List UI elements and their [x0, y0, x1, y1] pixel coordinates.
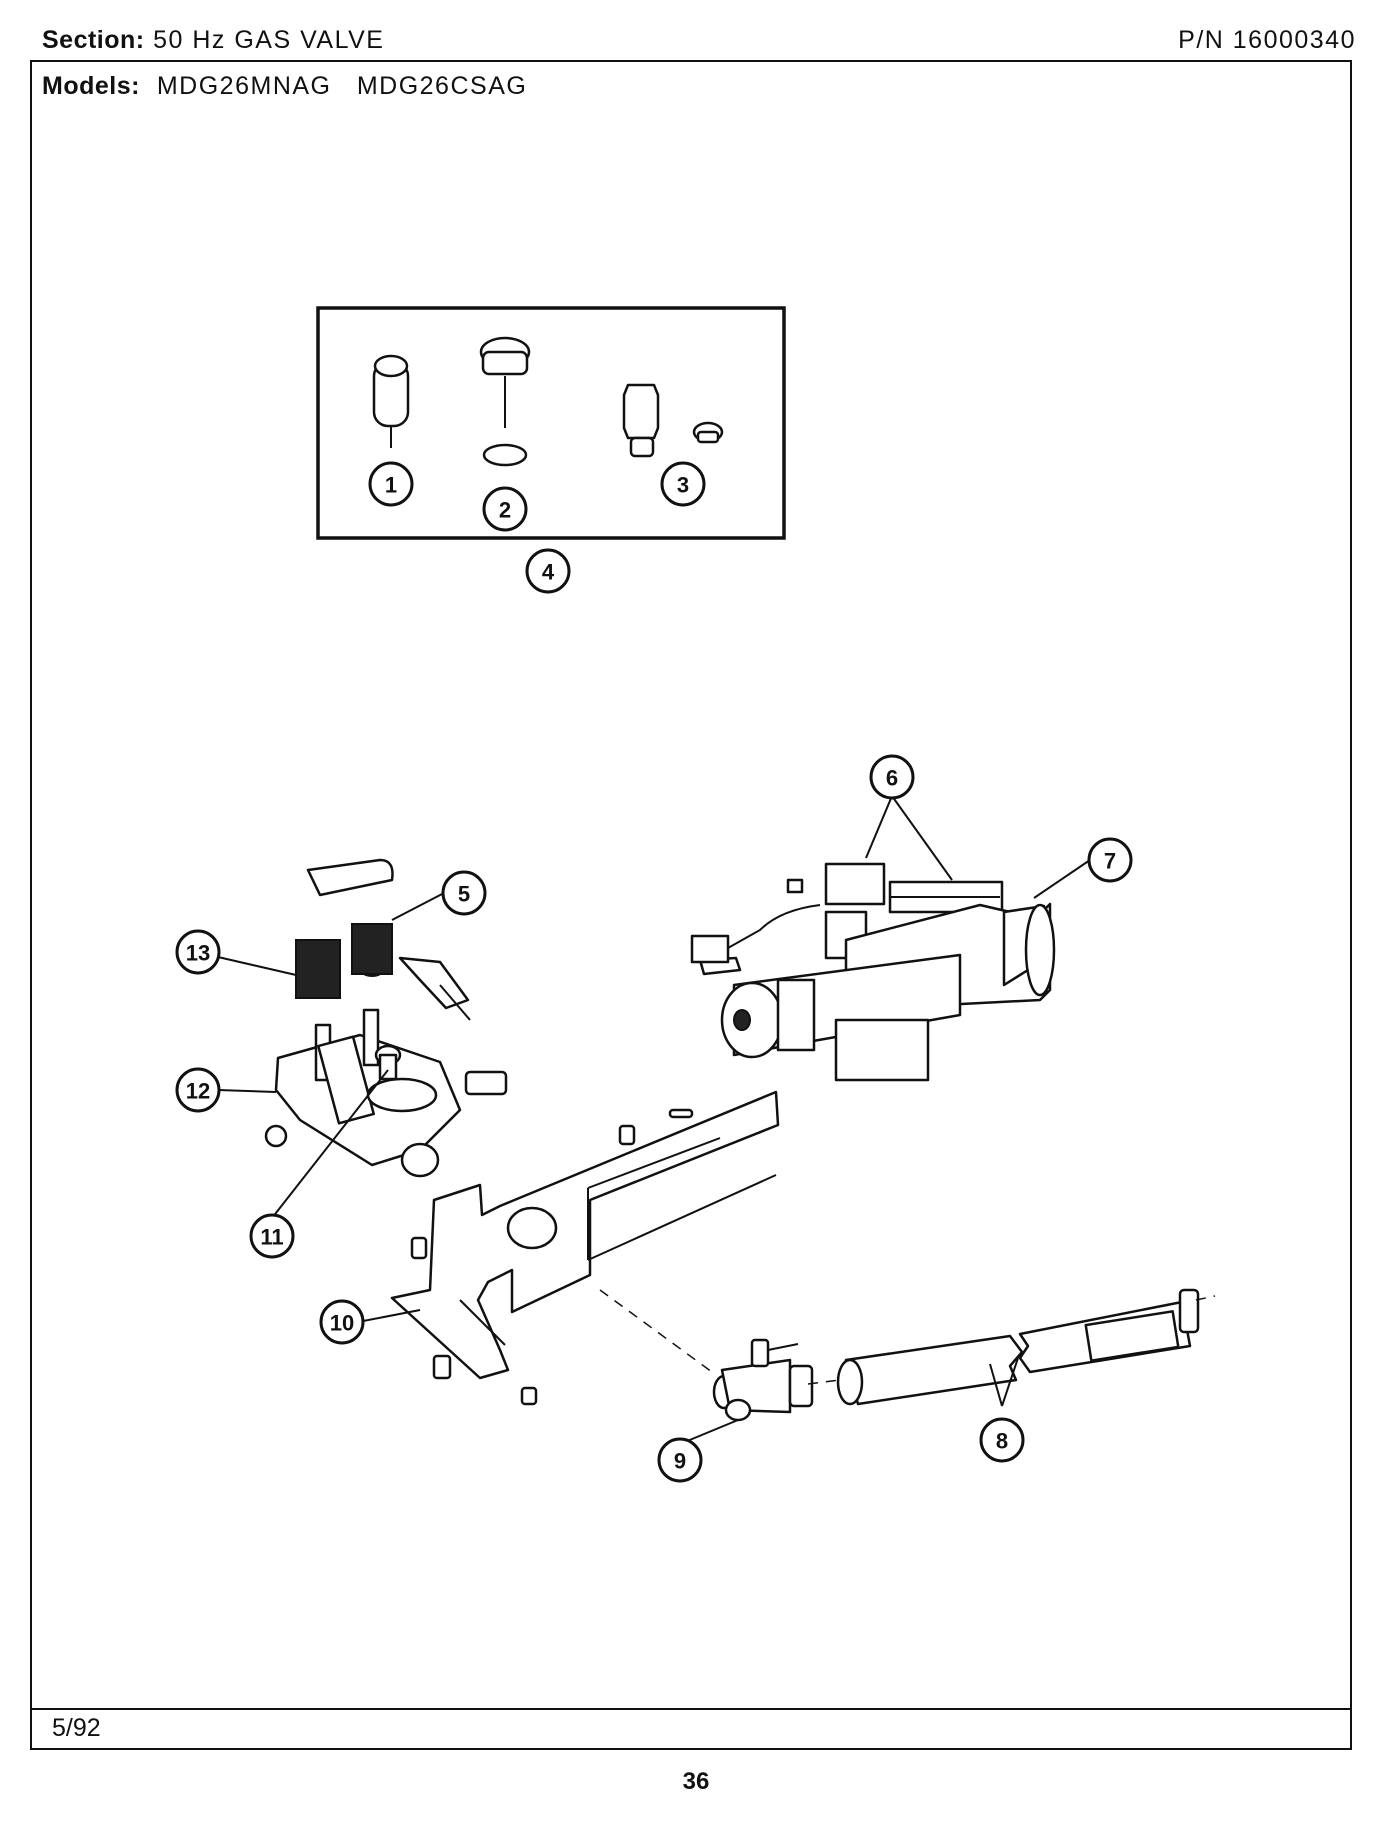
- callout-number: 2: [499, 498, 511, 523]
- centerline: [1195, 1295, 1216, 1301]
- part-3-fitting-plug: [622, 383, 724, 458]
- callout-number: 9: [674, 1449, 686, 1474]
- callout-4: 4: [525, 548, 571, 594]
- models-label: Models:: [42, 72, 140, 100]
- models-line: Models: MDG26MNAG MDG26CSAG: [42, 72, 527, 101]
- callout-number: 3: [677, 473, 689, 498]
- callout-2: 2: [482, 486, 528, 532]
- callout-number: 8: [996, 1429, 1008, 1454]
- revision-date: 5/92: [52, 1714, 101, 1742]
- centerline: [599, 1289, 713, 1373]
- part-1-orifice: [372, 354, 410, 448]
- callout-6: 6: [869, 754, 915, 800]
- leader-lines: [217, 795, 1091, 1445]
- callout-5: 5: [441, 870, 487, 916]
- callout-11: 11: [249, 1213, 295, 1259]
- page-number: 36: [682, 1768, 710, 1795]
- screws: [410, 1124, 636, 1406]
- models-values: MDG26MNAG MDG26CSAG: [156, 72, 528, 100]
- part-number: P/N 16000340: [1178, 26, 1356, 54]
- part-9-shutoff-valve: [712, 1338, 814, 1422]
- callout-number: 12: [186, 1079, 210, 1104]
- callout-number: 10: [330, 1311, 354, 1336]
- callout-9: 9: [657, 1437, 703, 1483]
- kit-box: [316, 306, 786, 540]
- section-value: 50 Hz GAS VALVE: [153, 26, 385, 54]
- part-10-bracket: [390, 1090, 780, 1380]
- callout-7: 7: [1087, 837, 1133, 883]
- part-6-7-burner-igniter: [690, 862, 1056, 1082]
- part-2-cap-oring: [479, 336, 531, 467]
- centerline: [807, 1379, 841, 1385]
- part-8-pipe: [836, 1288, 1200, 1406]
- part-12-valve-body: [264, 1008, 508, 1178]
- callout-13: 13: [175, 929, 221, 975]
- callout-12: 12: [175, 1067, 221, 1113]
- section-title: Section: 50 Hz GAS VALVE: [42, 26, 384, 55]
- callout-number: 4: [542, 560, 555, 585]
- callout-1: 1: [368, 461, 414, 507]
- callout-number: 7: [1104, 849, 1116, 874]
- footer-bar: [30, 1708, 1352, 1750]
- callout-number: 11: [260, 1225, 283, 1250]
- callout-number: 6: [886, 766, 898, 791]
- callout-number: 5: [458, 882, 470, 907]
- part-5-13-coils: [295, 858, 471, 1021]
- page-frame: [30, 60, 1352, 1750]
- callout-10: 10: [319, 1299, 365, 1345]
- callout-8: 8: [979, 1417, 1025, 1463]
- section-label: Section:: [42, 26, 145, 54]
- callout-number: 1: [385, 473, 397, 498]
- callout-number: 13: [186, 941, 210, 966]
- callout-3: 3: [660, 461, 706, 507]
